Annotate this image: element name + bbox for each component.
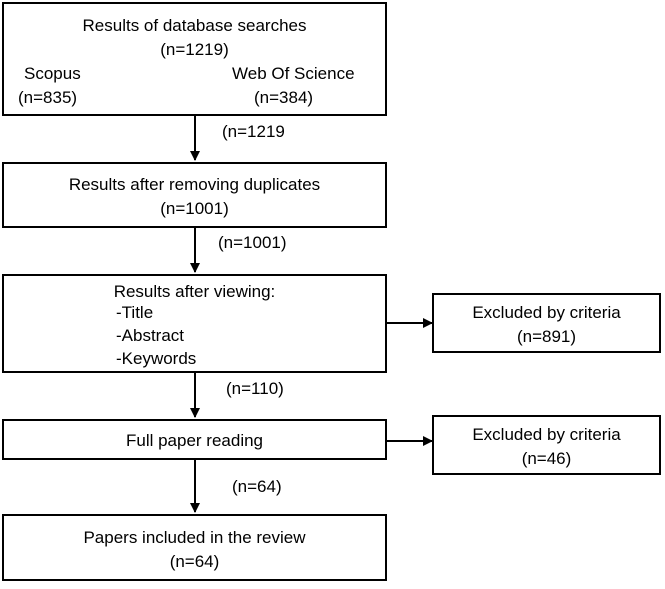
- excluded-screening-count: (n=891): [516, 327, 577, 346]
- included-box: Papers included in the review (n=64): [2, 514, 387, 581]
- excluded-screening-box: Excluded by criteria (n=891): [432, 293, 661, 353]
- included-count: (n=64): [169, 552, 220, 571]
- scopus-label: Scopus: [24, 64, 81, 83]
- wos-label: Web Of Science: [232, 64, 355, 83]
- dedup-title: Results after removing duplicates: [68, 175, 321, 194]
- screening-title: Results after viewing:: [113, 282, 276, 301]
- search-count: (n=1219): [160, 40, 229, 59]
- screening-box: Results after viewing: -Title -Abstract …: [2, 274, 387, 373]
- dedup-count: (n=1001): [160, 199, 229, 218]
- screening-item-keywords: -Keywords: [116, 349, 197, 368]
- arrow-label-after-search: (n=1219: [222, 122, 285, 141]
- excluded-screening-title: Excluded by criteria: [472, 303, 621, 322]
- arrow-label-after-dedup: (n=1001): [218, 233, 287, 252]
- excluded-fullread-box: Excluded by criteria (n=46): [432, 415, 661, 475]
- wos-count: (n=384): [254, 88, 314, 107]
- scopus-count: (n=835): [18, 88, 78, 107]
- search-results-box: Results of database searches (n=1219) Sc…: [2, 2, 387, 116]
- fullread-title: Full paper reading: [125, 431, 264, 450]
- search-title: Results of database searches: [82, 16, 307, 35]
- arrow-label-after-fullread: (n=64): [232, 477, 282, 496]
- included-title: Papers included in the review: [83, 528, 306, 547]
- screening-item-title: -Title: [116, 303, 154, 322]
- dedup-box: Results after removing duplicates (n=100…: [2, 162, 387, 228]
- fullread-box: Full paper reading: [2, 419, 387, 460]
- excluded-fullread-count: (n=46): [521, 449, 572, 468]
- excluded-fullread-title: Excluded by criteria: [472, 425, 621, 444]
- screening-item-abstract: -Abstract: [116, 326, 185, 345]
- arrow-label-after-screening: (n=110): [226, 379, 284, 398]
